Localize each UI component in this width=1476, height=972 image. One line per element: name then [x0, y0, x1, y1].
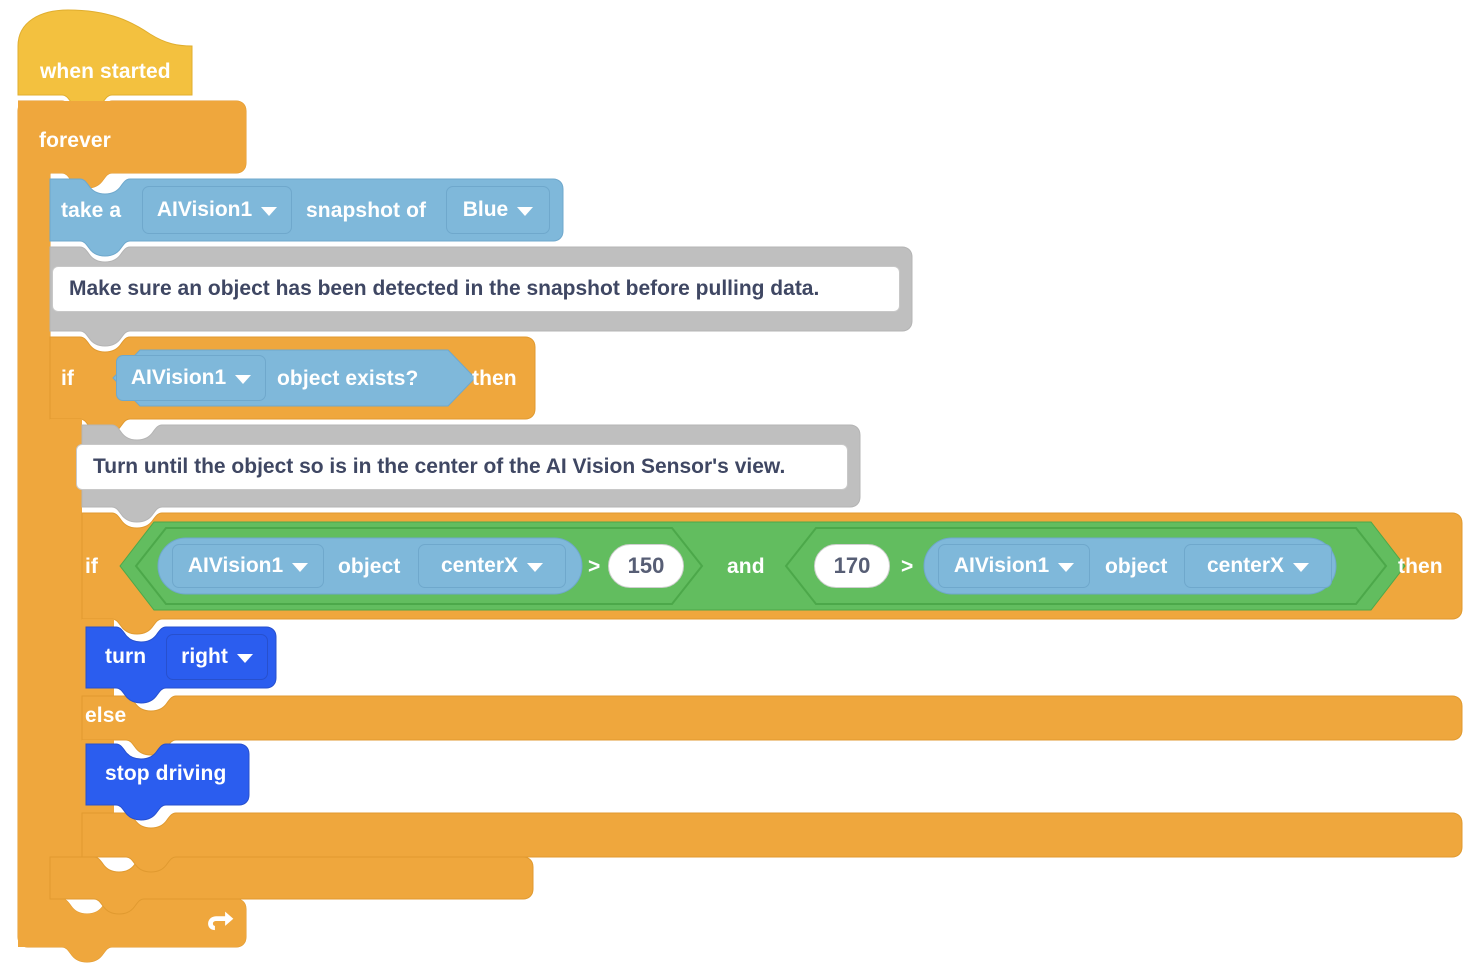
right-property-dropdown[interactable]: centerX — [1184, 544, 1332, 588]
else-bar — [81, 695, 1463, 756]
left-property-dropdown[interactable]: centerX — [418, 544, 566, 588]
snapshot-device-dropdown[interactable]: AIVision1 — [142, 186, 292, 234]
when-started-block[interactable] — [17, 9, 193, 111]
turn-direction-dropdown[interactable]: right — [166, 634, 268, 680]
chevron-down-icon — [261, 206, 278, 216]
right-value-text: 170 — [833, 553, 871, 578]
chevron-down-icon — [236, 653, 253, 663]
chevron-down-icon — [292, 562, 309, 572]
chevron-down-icon — [1058, 562, 1075, 572]
left-value-input[interactable]: 150 — [608, 544, 684, 588]
comment-2-text: Turn until the object so is in the cente… — [93, 455, 786, 478]
snapshot-target-value: Blue — [462, 198, 509, 221]
snapshot-device-value: AIVision1 — [156, 198, 253, 221]
turn-direction-value: right — [181, 645, 228, 668]
left-property-value: centerX — [440, 554, 519, 577]
snapshot-target-dropdown[interactable]: Blue — [446, 186, 550, 234]
left-value-text: 150 — [627, 553, 665, 578]
right-value-input[interactable]: 170 — [814, 544, 890, 588]
comment-2-field[interactable]: Turn until the object so is in the cente… — [76, 444, 848, 490]
right-device-dropdown[interactable]: AIVision1 — [938, 544, 1090, 588]
chevron-down-icon — [527, 562, 544, 572]
chevron-down-icon — [235, 374, 252, 384]
chevron-down-icon — [517, 206, 534, 216]
if-exists-device-dropdown[interactable]: AIVision1 — [116, 355, 266, 401]
left-device-value: AIVision1 — [187, 554, 284, 577]
comment-1-text: Make sure an object has been detected in… — [69, 277, 820, 300]
right-device-value: AIVision1 — [953, 554, 1050, 577]
comment-1-field[interactable]: Make sure an object has been detected in… — [52, 266, 900, 312]
if-exists-device-value: AIVision1 — [130, 366, 227, 389]
right-property-value: centerX — [1206, 554, 1285, 577]
stop-driving-block[interactable] — [85, 743, 250, 821]
left-device-dropdown[interactable]: AIVision1 — [172, 544, 324, 588]
chevron-down-icon — [1293, 562, 1310, 572]
